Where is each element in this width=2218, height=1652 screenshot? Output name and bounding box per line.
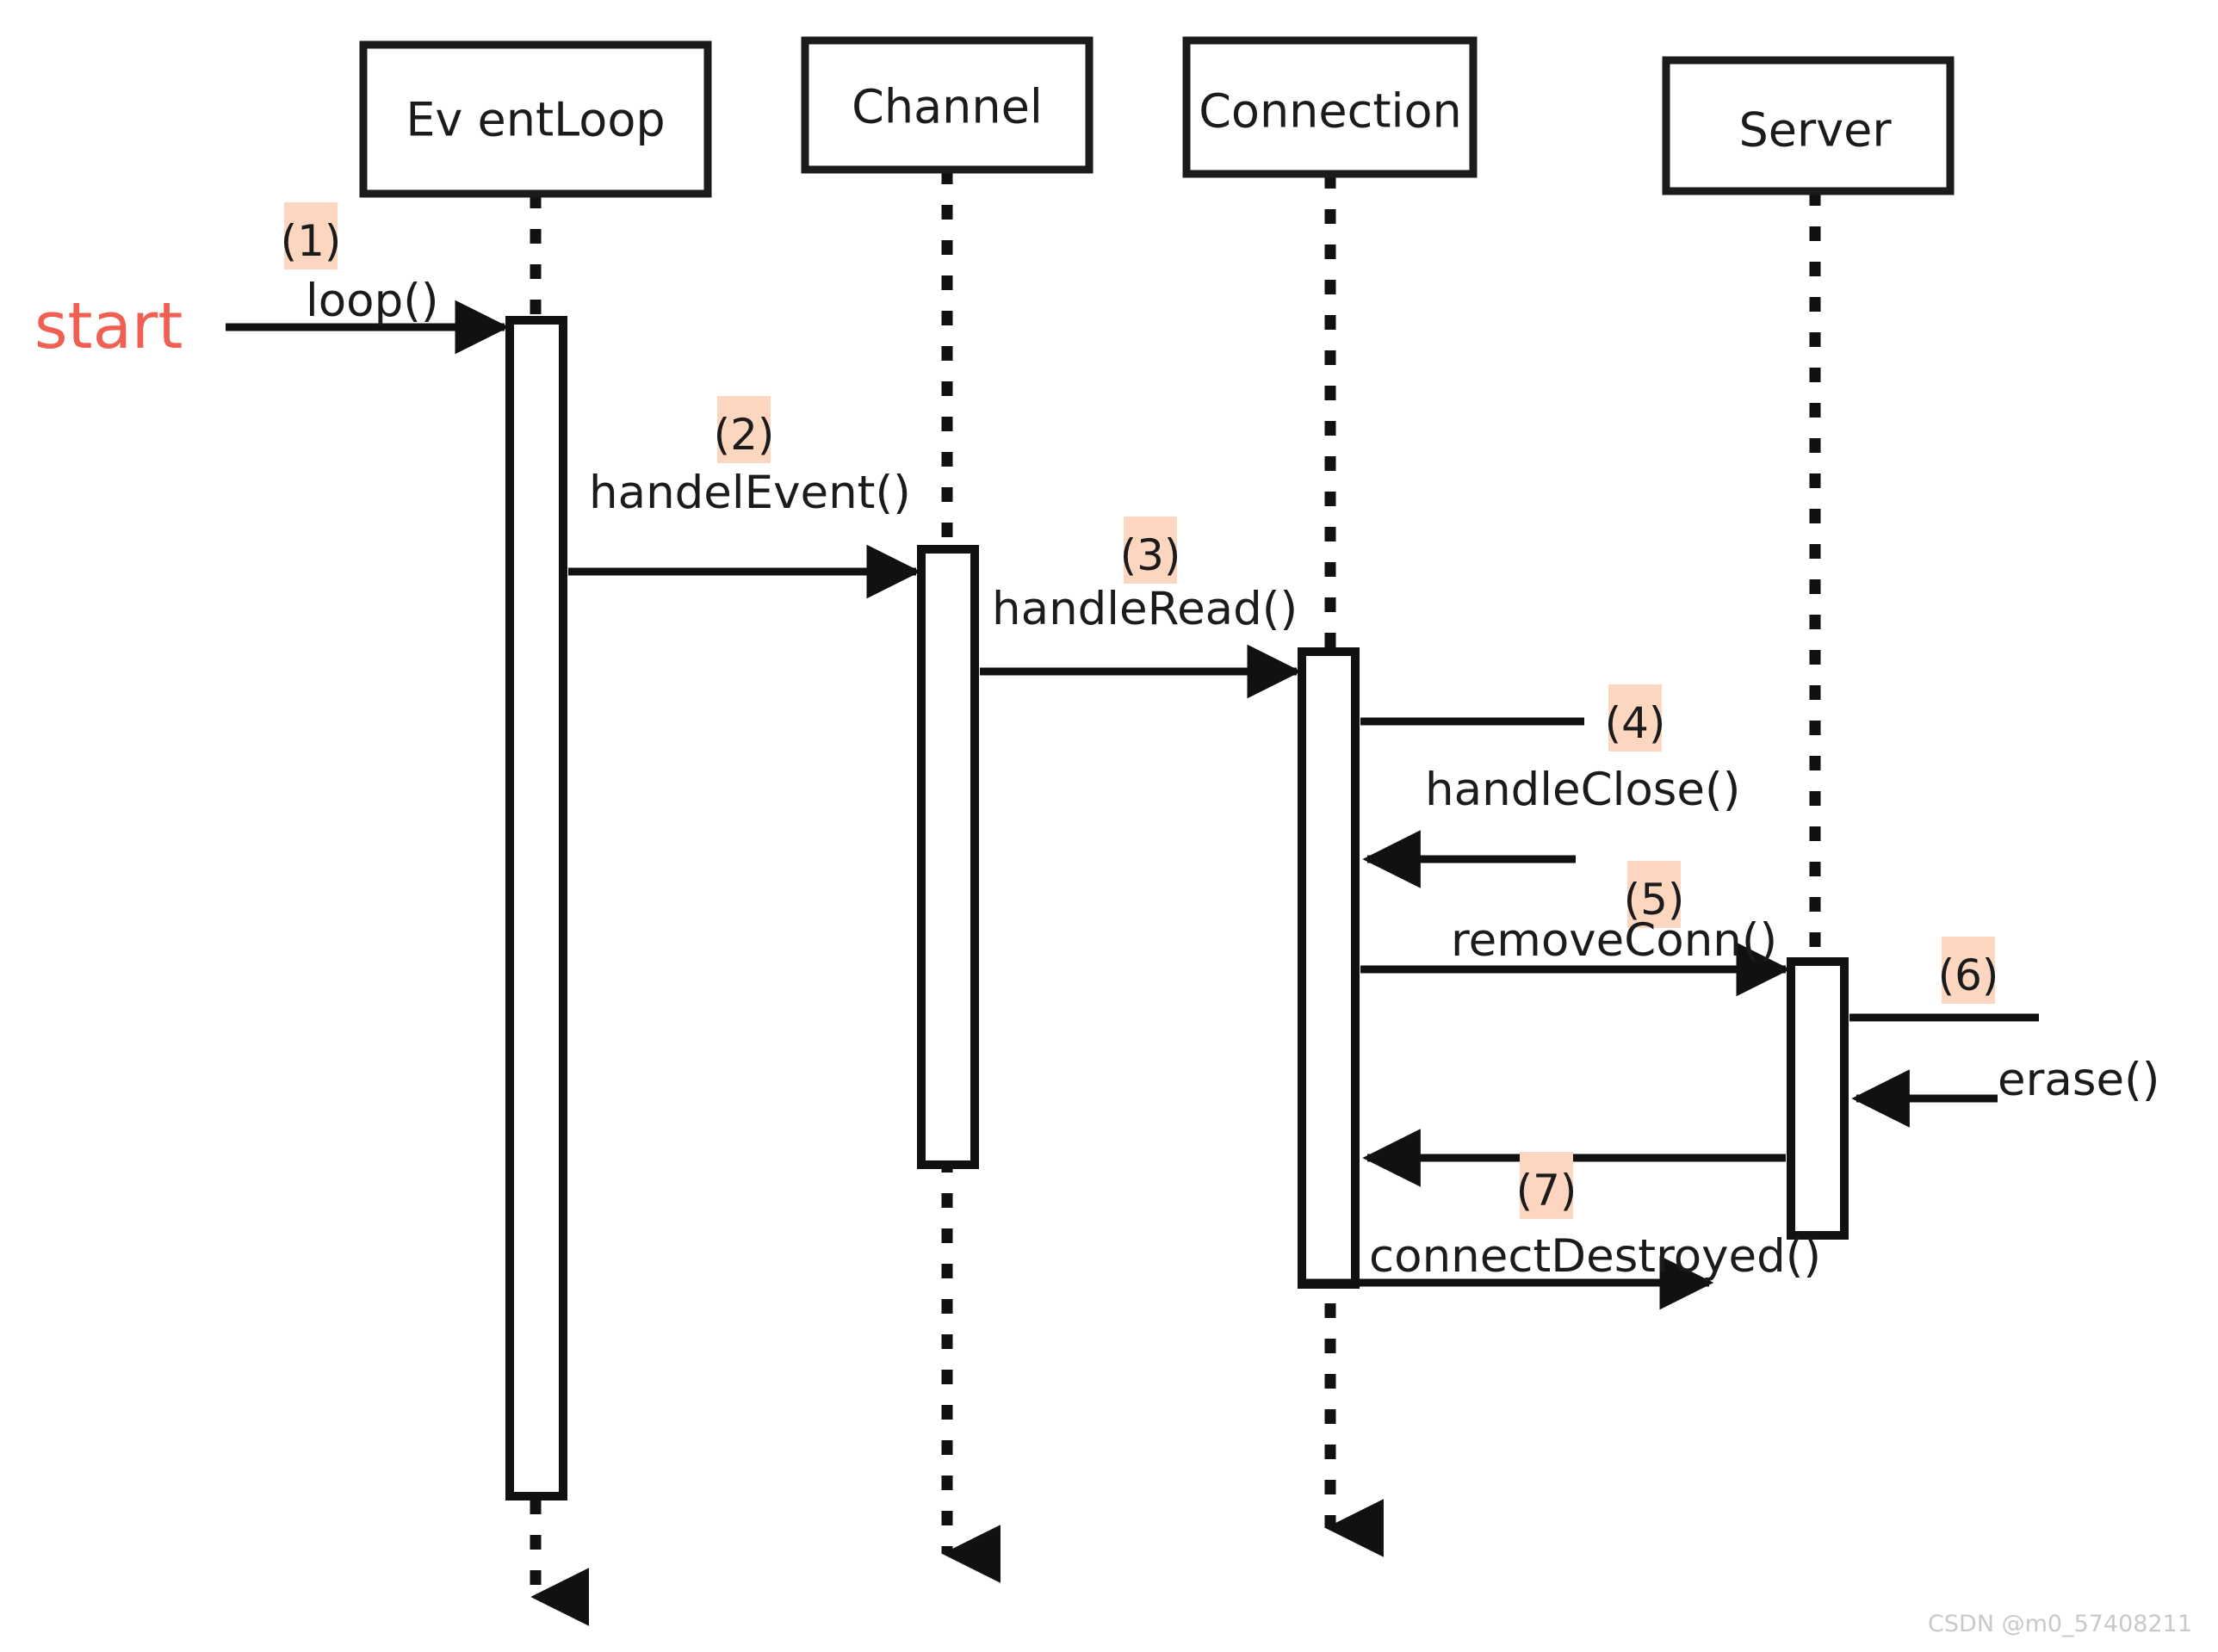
activation-bar-channel xyxy=(917,545,979,1169)
message-arrows xyxy=(226,300,2039,1310)
step-badge-7-label: (7) xyxy=(1516,1166,1577,1216)
lifeline-heads: Ev entLoop Channel Connection Server xyxy=(359,36,1955,198)
step-badge-6-label: (6) xyxy=(1938,950,1999,1000)
step-badge-1-label: (1) xyxy=(281,216,342,266)
step-badge-7: (7) xyxy=(1516,1152,1577,1219)
step-badge-5-label: (5) xyxy=(1624,875,1685,925)
step-badge-4: (4) xyxy=(1605,684,1666,752)
lifeline-box-connection xyxy=(1182,36,1478,178)
step-badge-2: (2) xyxy=(714,396,775,463)
lifeline-head-channel[interactable]: Channel xyxy=(801,36,1094,174)
step-badge-5-bg xyxy=(1627,861,1681,928)
step-badge-1: (1) xyxy=(281,202,342,269)
message-label-remove-conn: removeConn() xyxy=(1451,914,1777,967)
lifeline-head-connection[interactable]: Connection xyxy=(1182,36,1478,178)
lifeline-label-eventloop: Ev entLoop xyxy=(406,93,665,147)
step-badge-4-label: (4) xyxy=(1605,698,1666,748)
lifeline-box-server xyxy=(1662,56,1955,195)
lifeline-box-channel xyxy=(801,36,1094,174)
lifeline-label-channel: Channel xyxy=(852,80,1043,134)
message-label-handle-read: handleRead() xyxy=(992,583,1298,635)
step-badge-1-bg xyxy=(284,202,338,269)
step-badge-2-label: (2) xyxy=(714,410,775,460)
lifeline-label-connection: Connection xyxy=(1199,84,1462,139)
lifeline-box-eventloop xyxy=(359,40,712,198)
step-badges: (1) (2) (3) (4) (5) (6) xyxy=(281,202,1999,1219)
message-label-erase: erase() xyxy=(1998,1054,2159,1106)
activation-bar-eventloop xyxy=(505,316,567,1500)
message-label-loop: loop() xyxy=(306,275,439,327)
message-label-handle-close: handleClose() xyxy=(1425,764,1740,816)
step-badge-2-bg xyxy=(717,396,771,463)
step-badge-6: (6) xyxy=(1938,937,1999,1004)
step-badge-5: (5) xyxy=(1624,861,1685,928)
step-badge-3: (3) xyxy=(1120,517,1181,584)
message-labels: loop() handelEvent() handleRead() handle… xyxy=(306,275,2159,1283)
step-badge-6-bg xyxy=(1942,937,1995,1004)
step-badge-3-label: (3) xyxy=(1120,530,1181,580)
message-label-handel-event: handelEvent() xyxy=(589,467,911,519)
start-actor-label: start xyxy=(34,289,183,363)
step-badge-4-bg xyxy=(1608,684,1662,752)
lifeline-head-eventloop[interactable]: Ev entLoop xyxy=(359,40,712,198)
activation-bar-server xyxy=(1787,957,1849,1240)
lifeline-label-server: Server xyxy=(1738,103,1892,158)
message-label-connect-destroyed: connectDestroyed() xyxy=(1369,1230,1821,1283)
lifeline-head-server[interactable]: Server xyxy=(1662,56,1955,195)
activation-bar-connection xyxy=(1298,647,1360,1289)
step-badge-3-bg xyxy=(1124,517,1177,584)
step-badge-7-bg xyxy=(1520,1152,1573,1219)
csdn-watermark: CSDN @m0_57408211 xyxy=(1928,1611,2192,1637)
activation-bars xyxy=(505,316,1849,1500)
